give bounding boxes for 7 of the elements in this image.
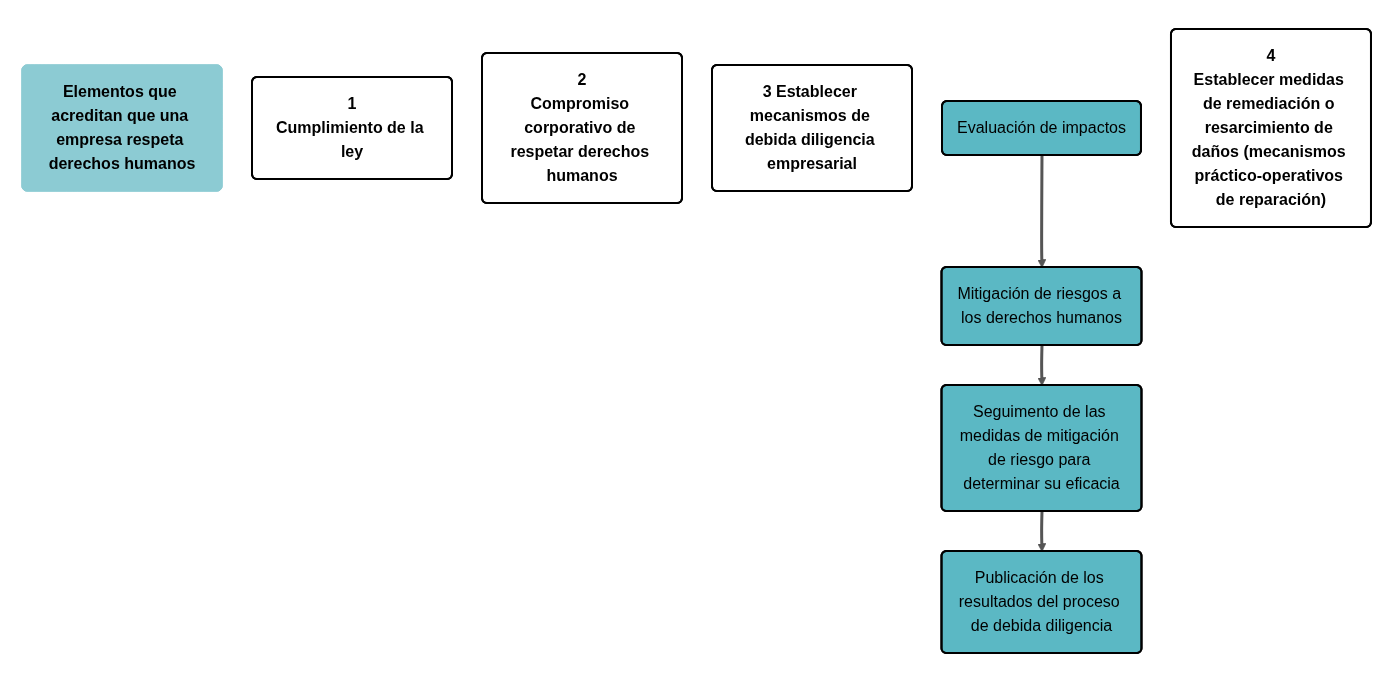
- node-text: 3 Establecer mecanismos de debida diligencia empresarial: [744, 82, 875, 172]
- arrow: [1037, 510, 1047, 552]
- node-text: 2 Compromiso corporativo de respetar derechos humanos: [510, 70, 650, 184]
- node-text: 1 Cumplimiento de la ley: [275, 94, 424, 160]
- node-text: 4 Establecer medidas de remediación o resarcimiento de daños (mecanismos práctico-operativos de reparación): [1191, 46, 1346, 208]
- arrow: [1037, 344, 1047, 386]
- arrow: [1037, 155, 1047, 268]
